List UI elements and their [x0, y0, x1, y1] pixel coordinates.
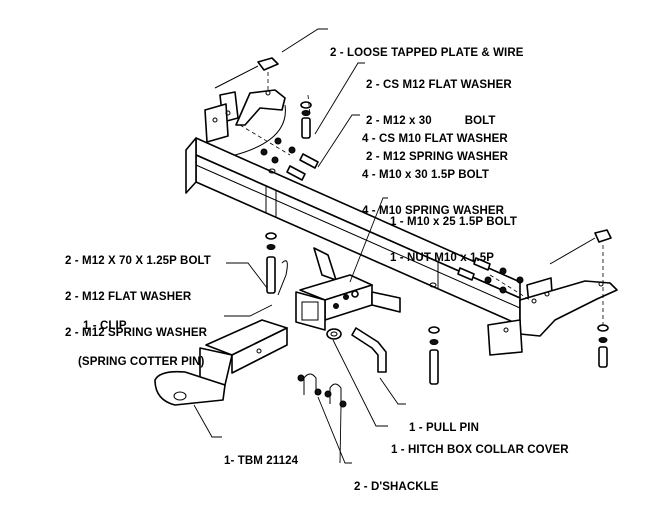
receiver-box — [295, 247, 401, 340]
loose-plate-left — [214, 57, 279, 92]
callout-text: 2 - LOOSE TAPPED PLATE & WIRE — [330, 47, 524, 59]
callout-text: 2 - M12 x 30 BOLT — [366, 115, 496, 127]
loose-plate-right — [549, 229, 612, 368]
leader-lines — [193, 28, 406, 464]
callout-d-shackle: 2 - D'SHACKLE — [354, 457, 439, 505]
d-shackles — [297, 373, 347, 408]
left-bracket — [204, 89, 286, 156]
callout-text: 2 - M12 FLAT WASHER — [65, 291, 192, 303]
callout-m10-bolt-set: 4 - CS M10 FLAT WASHER 4 - M10 x 30 1.5P… — [362, 109, 508, 229]
bolts-right — [457, 257, 531, 301]
callout-text: 1 - M10 x 25 1.5P BOLT — [390, 216, 518, 228]
callout-m10-25-bolt: 1 - M10 x 25 1.5P BOLT 1 - NUT M10 x 1.5… — [390, 192, 517, 276]
callout-text: 1 - PULL PIN — [409, 422, 479, 434]
callout-m12-bolt-set: 2 - CS M12 FLAT WASHER 2 - M12 x 30 BOLT… — [366, 55, 512, 175]
pull-pin — [351, 327, 387, 373]
callout-text: 1- TBM 21124 — [224, 455, 299, 467]
m12-bolt-right — [428, 326, 440, 385]
callout-hitch-box-collar-cover: 1 - HITCH BOX COLLAR COVER — [391, 420, 569, 468]
right-bracket — [487, 277, 618, 356]
callout-m12-70-bolt: 2 - M12 X 70 X 1.25P BOLT 2 - M12 FLAT W… — [65, 231, 211, 351]
callout-clip: 1 - CLIP (SPRING COTTER PIN) — [78, 296, 205, 380]
callout-text: 2 - M12 X 70 X 1.25P BOLT — [65, 255, 211, 267]
callout-pull-pin: 1 - PULL PIN — [409, 398, 479, 446]
callout-text: 4 - CS M10 FLAT WASHER — [362, 133, 508, 145]
callout-text: 4 - M10 SPRING WASHER — [362, 205, 505, 217]
callout-text: (SPRING COTTER PIN) — [78, 356, 205, 368]
bolts-left — [239, 94, 319, 181]
callout-text: 1 - CLIP — [83, 320, 127, 332]
callout-text: 2 - M12 SPRING WASHER — [65, 327, 208, 339]
callout-tbm-21124: 1- TBM 21124 — [224, 431, 298, 479]
callout-text: 2 - D'SHACKLE — [354, 481, 439, 493]
callout-text: 2 - CS M12 FLAT WASHER — [366, 79, 512, 91]
callout-loose-tapped-plate: 2 - LOOSE TAPPED PLATE & WIRE — [330, 23, 524, 71]
callout-text: 1 - HITCH BOX COLLAR COVER — [391, 444, 569, 456]
callout-text: 4 - M10 x 30 1.5P BOLT — [362, 169, 490, 181]
m12-bolt-left — [265, 232, 288, 296]
ball-mount-tongue — [154, 319, 288, 406]
callout-text: 2 - M12 SPRING WASHER — [366, 151, 509, 163]
callout-text: 1 - NUT M10 x 1.5P — [390, 252, 495, 264]
crossbar — [185, 137, 521, 326]
